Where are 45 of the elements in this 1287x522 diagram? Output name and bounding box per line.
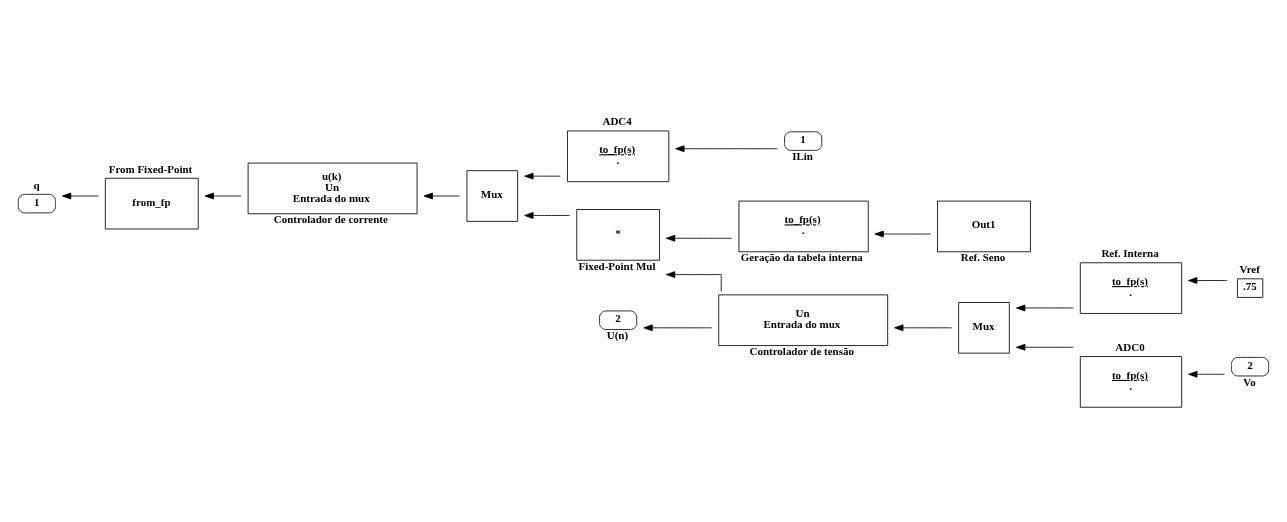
arrow xyxy=(665,234,733,242)
node-box: u(k) Un Entrada do mux xyxy=(247,162,418,214)
node-label: Vref xyxy=(1239,262,1260,275)
arrow xyxy=(1016,304,1074,311)
node-box: 1 xyxy=(17,193,56,213)
node-label: Controlador de corrente xyxy=(273,212,388,225)
node-box: Out1 xyxy=(937,200,1031,252)
arrow xyxy=(524,211,571,219)
node-label: Ref. Seno xyxy=(960,250,1006,263)
node-box: to_fp(s) . xyxy=(567,130,670,182)
node-label: From Fixed-Point xyxy=(108,162,193,175)
arrow xyxy=(675,144,778,152)
node-label: Geração da tabela interna xyxy=(740,250,863,263)
node-box: .75 xyxy=(1237,277,1264,298)
node-box: Mux xyxy=(466,169,519,222)
node-box: to_fp(s) . xyxy=(1079,355,1183,408)
node-label: Vo xyxy=(1243,375,1256,388)
node-box: 2 xyxy=(599,310,638,330)
arrow xyxy=(1188,370,1225,378)
arrow xyxy=(204,192,242,199)
node-box: * xyxy=(576,208,660,261)
arrow xyxy=(894,323,953,331)
node-box: to_fp(s) . xyxy=(1079,261,1183,314)
arrow xyxy=(1188,276,1228,284)
node-box: from_fp xyxy=(104,177,199,229)
node-box: 2 xyxy=(1231,356,1270,376)
arrow xyxy=(61,192,99,199)
arrow xyxy=(524,172,561,180)
node-box: Un Entrada do mux xyxy=(718,293,889,346)
arrow xyxy=(643,323,713,331)
arrow xyxy=(1016,343,1074,351)
node-label: q xyxy=(33,178,40,191)
node-label: ILin xyxy=(792,149,813,162)
node-label: Ref. Interna xyxy=(1101,246,1159,259)
arrow xyxy=(665,270,722,292)
node-box: 1 xyxy=(784,130,823,151)
node-box: to_fp(s) . xyxy=(738,200,869,252)
node-label: U(n) xyxy=(606,328,629,341)
node-label: ADC4 xyxy=(602,114,632,127)
arrow xyxy=(874,230,932,237)
node-label: Controlador de tensão xyxy=(749,344,854,357)
node-box: Mux xyxy=(958,301,1010,354)
node-label: ADC0 xyxy=(1115,340,1145,353)
node-label: Fixed-Point Mul xyxy=(578,259,656,272)
arrow xyxy=(423,192,461,199)
